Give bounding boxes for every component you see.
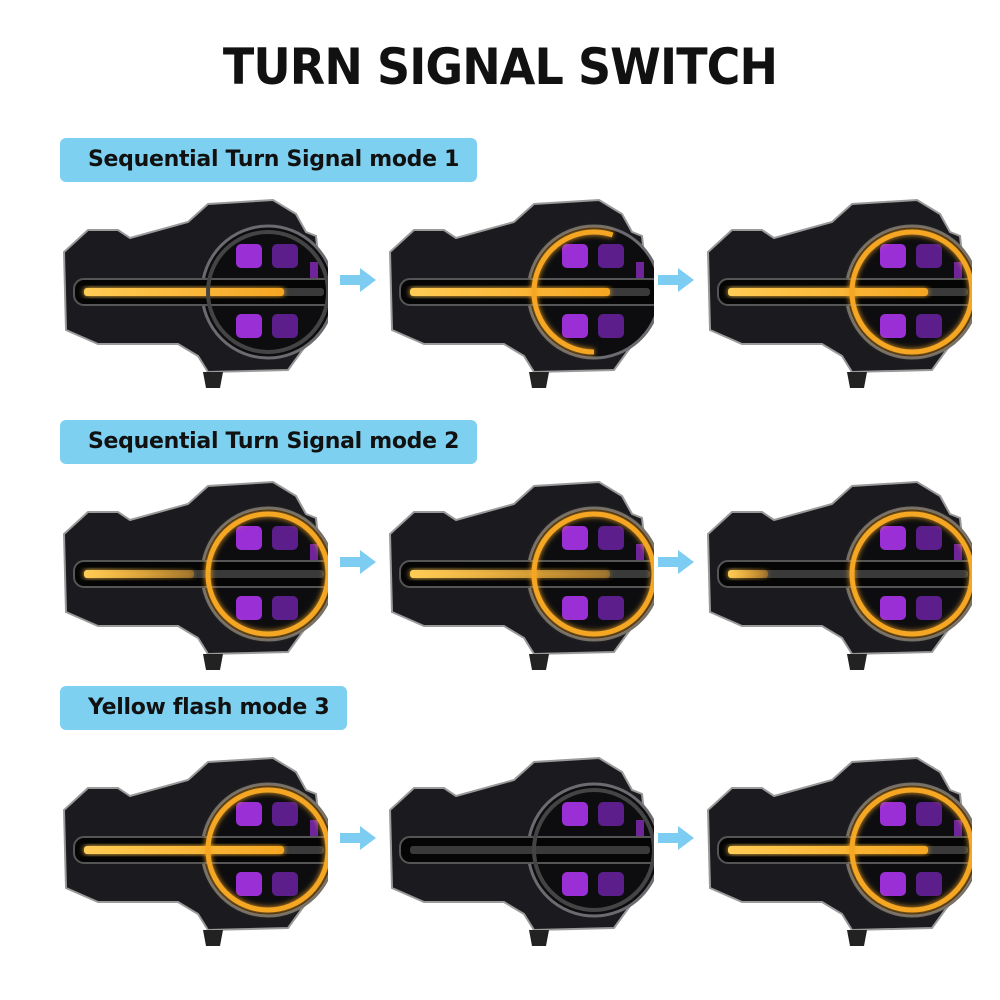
page-title: TURN SIGNAL SWITCH bbox=[222, 38, 778, 96]
headlight-mode-1-frame-1 bbox=[58, 192, 337, 392]
right-arrow-icon bbox=[338, 548, 378, 581]
headlight-mode-3-frame-2 bbox=[384, 750, 663, 950]
headlight-mode-1-frame-3 bbox=[702, 192, 981, 392]
headlight-mode-2-frame-3 bbox=[702, 474, 981, 674]
section-label-mode-3: Yellow flash mode 3 bbox=[60, 686, 348, 730]
section-label-mode-2: Sequential Turn Signal mode 2 bbox=[60, 420, 478, 464]
right-arrow-icon bbox=[656, 548, 696, 581]
right-arrow-icon bbox=[338, 266, 378, 299]
right-arrow-icon bbox=[656, 266, 696, 299]
right-arrow-icon bbox=[656, 824, 696, 857]
section-label-mode-1: Sequential Turn Signal mode 1 bbox=[60, 138, 478, 182]
headlight-mode-2-frame-2 bbox=[384, 474, 663, 674]
headlight-mode-3-frame-3 bbox=[702, 750, 981, 950]
headlight-mode-2-frame-1 bbox=[58, 474, 337, 674]
headlight-mode-3-frame-1 bbox=[58, 750, 337, 950]
headlight-mode-1-frame-2 bbox=[384, 192, 663, 392]
right-arrow-icon bbox=[338, 824, 378, 857]
